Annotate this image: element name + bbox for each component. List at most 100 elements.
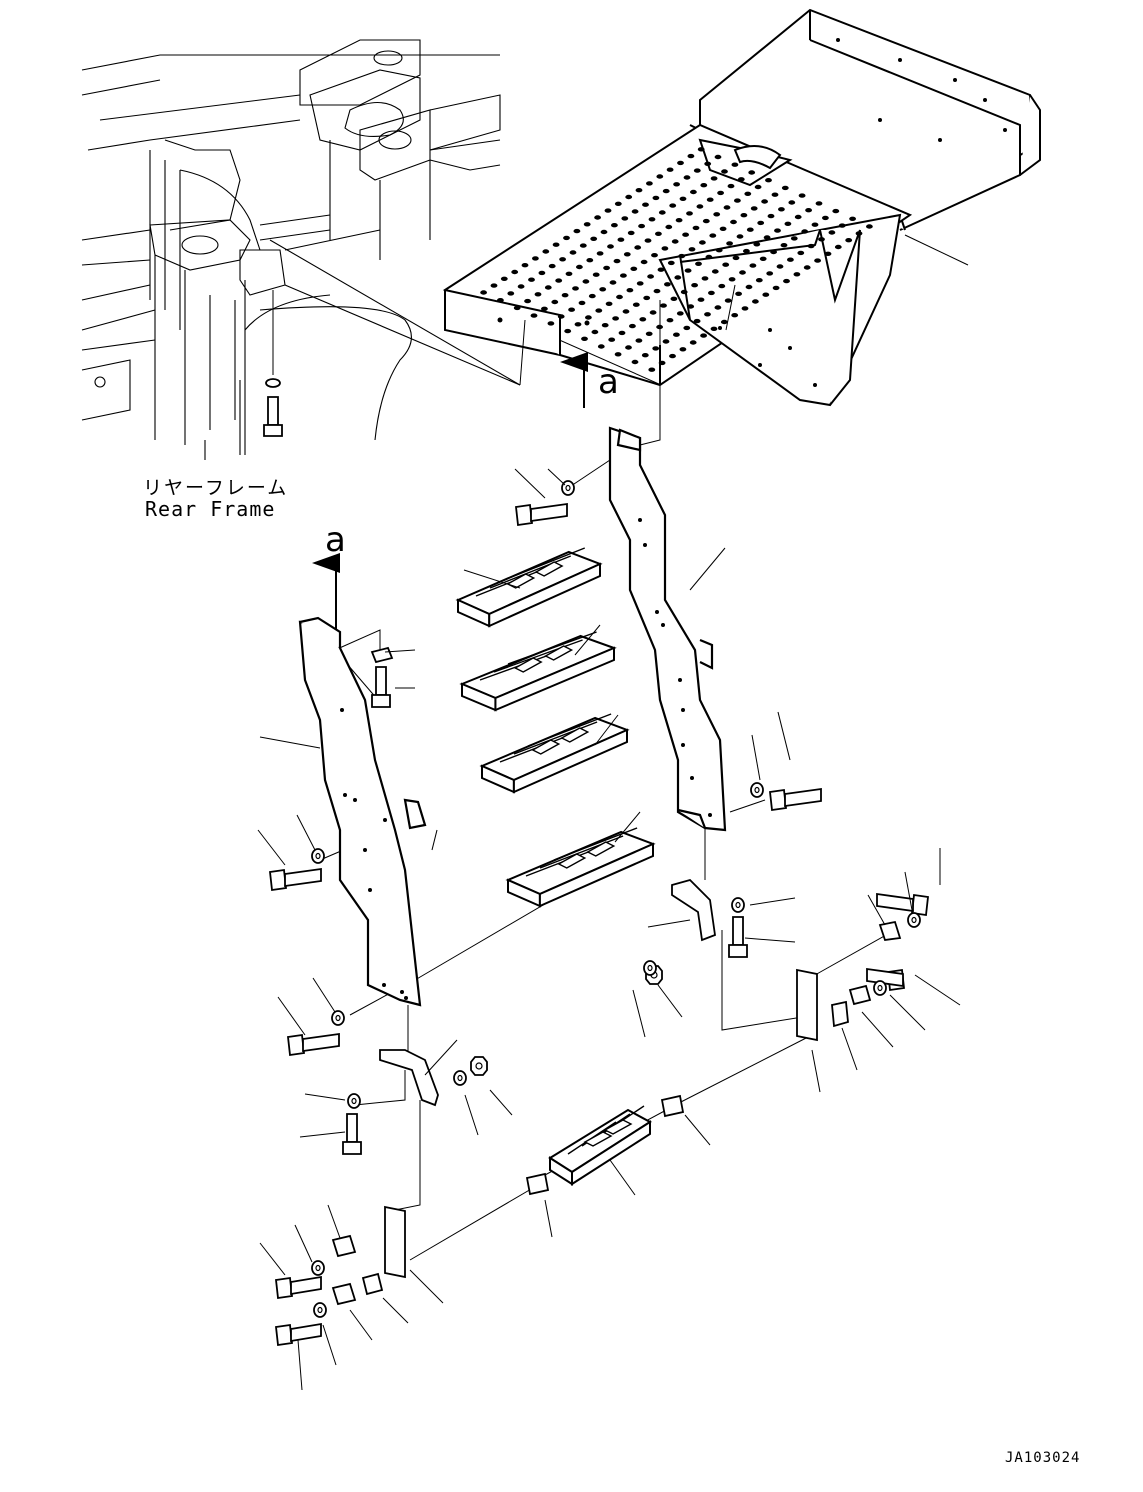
tread-hole — [632, 302, 640, 307]
tread-hole — [763, 235, 771, 240]
spacer — [832, 1002, 848, 1026]
callout-leader — [350, 1310, 372, 1340]
tread-hole — [691, 283, 698, 288]
tread-hole — [723, 205, 731, 210]
tread-hole — [687, 304, 695, 309]
tread-hole — [700, 333, 707, 338]
tread-hole — [754, 184, 762, 190]
tread-hole — [735, 291, 742, 296]
tread-side — [489, 564, 600, 626]
tread-hole — [688, 247, 696, 252]
washer-hole — [316, 1266, 320, 1271]
tread-hole — [511, 269, 519, 275]
tread-hole — [669, 353, 676, 359]
tread-hole — [611, 223, 618, 228]
tread-hole — [678, 253, 686, 259]
callout-leader — [278, 997, 305, 1035]
tread-hole — [832, 208, 840, 214]
callout-leader — [328, 1205, 340, 1238]
connection-lines — [320, 300, 895, 1260]
tread-hole — [600, 229, 608, 235]
tread-hole — [683, 325, 691, 331]
rear-frame — [82, 40, 520, 460]
tread-hole — [731, 162, 739, 167]
tread-hole — [824, 251, 832, 256]
tread-hole — [866, 224, 873, 229]
callout-leader — [615, 812, 640, 842]
callout-leader — [548, 469, 565, 485]
tread-hole — [669, 203, 677, 208]
tread-hole — [736, 234, 744, 239]
tread-hole — [622, 309, 630, 314]
callout-leader — [300, 1132, 345, 1137]
tread-hole — [745, 284, 753, 290]
left-hanger-plate — [385, 1207, 405, 1277]
tread-hole — [701, 276, 709, 281]
tread-cleat — [585, 1132, 611, 1146]
tread-hole — [683, 175, 691, 180]
tread-hole — [599, 287, 607, 292]
tread-hole — [673, 332, 680, 337]
tread-hole — [664, 282, 671, 287]
left-bracket — [380, 1050, 438, 1105]
tread-hole — [721, 169, 728, 174]
callout-leader — [685, 1115, 710, 1145]
tread-hole — [660, 303, 667, 308]
tread-hole — [617, 237, 625, 242]
tread-hole — [645, 331, 653, 336]
tread-hole — [699, 240, 706, 245]
tread-hole — [671, 239, 679, 244]
frame-bolt — [264, 379, 282, 436]
washer-hole — [648, 966, 652, 971]
callout-leader — [812, 1050, 820, 1092]
tread-hole — [693, 318, 701, 324]
callout-leader — [258, 830, 285, 865]
tread-hole — [666, 167, 674, 172]
tread-hole — [585, 315, 592, 320]
tread-hole — [604, 208, 612, 213]
tread-hole — [656, 174, 664, 179]
tread-hole — [787, 257, 794, 262]
tread-hole — [755, 278, 763, 283]
tread-hole — [815, 201, 823, 206]
bolt-shank — [347, 1114, 357, 1142]
tread-hole — [621, 216, 629, 221]
link-plate — [662, 1096, 683, 1116]
callout-leader — [295, 1225, 312, 1262]
tread-hole — [690, 189, 697, 195]
tread-hole — [797, 250, 805, 256]
tread-hole — [638, 223, 645, 229]
callout-leader — [410, 1270, 443, 1303]
tread-hole — [705, 254, 713, 260]
washer-hole — [316, 854, 320, 859]
tread-hole — [776, 264, 784, 269]
callout-leader — [260, 737, 320, 748]
tread-hole — [662, 339, 670, 344]
tread-hole — [513, 305, 521, 311]
tread-hole — [711, 269, 719, 274]
tread-hole — [704, 161, 712, 166]
tread-hole — [740, 213, 748, 218]
tread-hole — [634, 245, 642, 250]
washer-hole — [755, 788, 759, 793]
tread-hole — [618, 330, 626, 336]
tread-hole — [544, 285, 552, 290]
tread-hole — [658, 210, 666, 215]
tread-hole — [710, 176, 718, 181]
tread-hole — [635, 338, 643, 343]
tread-hole — [551, 299, 559, 305]
tread-hole — [586, 258, 594, 263]
tread-hole — [762, 292, 770, 297]
tread-hole — [653, 288, 661, 294]
tread-hole — [704, 312, 711, 317]
bolt-head — [912, 895, 928, 915]
tread-cleat — [508, 574, 534, 588]
tread-hole — [772, 285, 780, 291]
tread-hole — [568, 307, 575, 312]
tread-hole — [811, 222, 819, 227]
tread-cleat — [559, 854, 585, 868]
tread-hole — [730, 219, 737, 225]
bolt-shank — [785, 789, 821, 806]
tread-hole — [710, 326, 718, 331]
